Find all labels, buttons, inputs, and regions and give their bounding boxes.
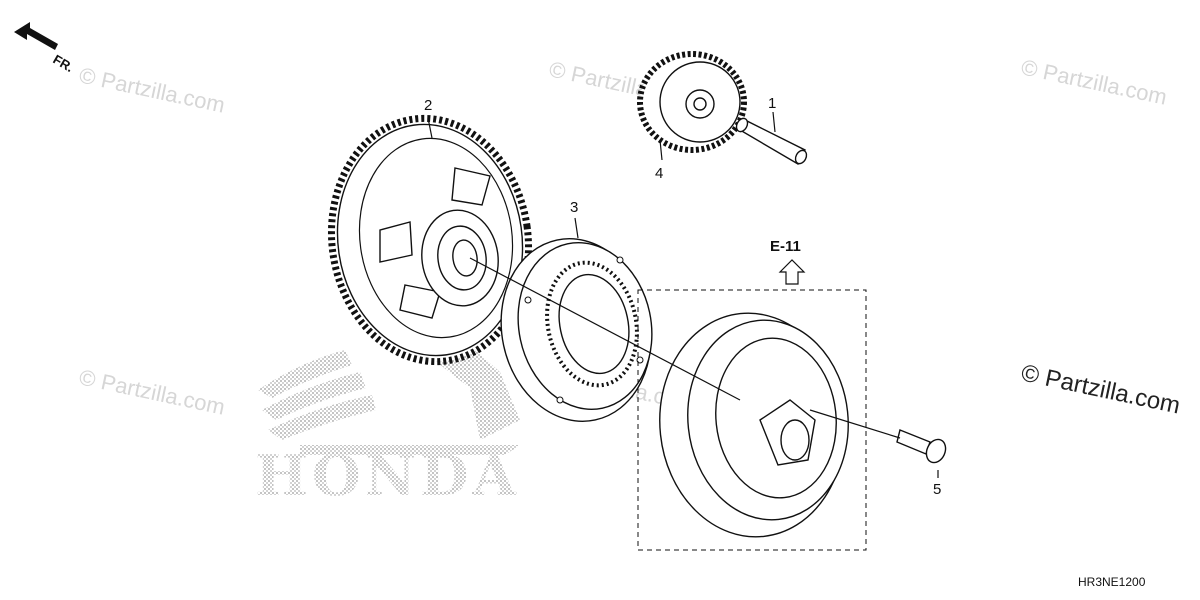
- reference-pointer: E-11: [770, 238, 806, 285]
- reference-boundary: [637, 289, 867, 551]
- flywheel-reference-assembly: [637, 289, 867, 551]
- leader-line-1: [772, 111, 776, 133]
- watermark-copyright: © Partzilla.com: [1019, 359, 1183, 419]
- callout-3: 3: [570, 199, 578, 216]
- direction-label: FR.: [51, 52, 77, 75]
- part-5-flange-bolt: [896, 429, 947, 464]
- watermark-3: © Partzilla.com: [1019, 54, 1169, 109]
- leader-line-3: [574, 217, 579, 239]
- bolt-axis-line: [809, 409, 901, 439]
- part-1-idle-gear-shaft: [735, 117, 808, 165]
- front-direction-indicator: FR.: [14, 22, 76, 75]
- leader-line-4: [659, 139, 663, 161]
- arrow-up-icon: [778, 259, 806, 285]
- part-3-starter-clutch: [500, 238, 653, 422]
- watermark-4: © Partzilla.com: [77, 364, 227, 419]
- honda-wordmark: HONDA: [255, 443, 520, 509]
- callout-5: 5: [933, 481, 941, 498]
- part-4-idle-gear: [637, 51, 747, 153]
- leader-line-2: [427, 117, 433, 139]
- part-2-starter-driven-gear: [327, 114, 533, 366]
- callout-4: 4: [655, 165, 663, 182]
- callout-2: 2: [424, 97, 432, 114]
- arrow-left-icon: [14, 22, 58, 50]
- reference-label: E-11: [770, 238, 801, 255]
- callout-1: 1: [768, 95, 776, 112]
- axis-line: [469, 257, 741, 401]
- watermark-1: © Partzilla.com: [77, 62, 227, 117]
- diagram-code: HR3NE1200: [1078, 575, 1146, 589]
